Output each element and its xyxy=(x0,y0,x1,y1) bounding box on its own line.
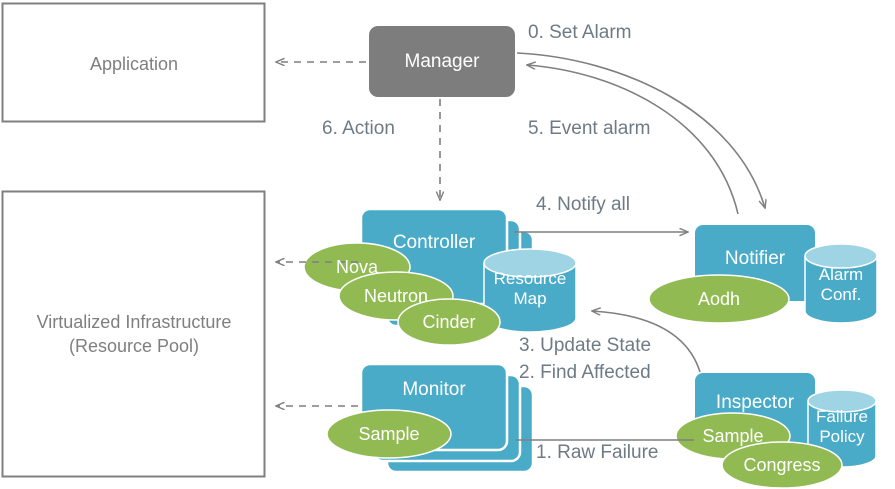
edge-label-set-alarm: 0. Set Alarm xyxy=(528,22,632,43)
edge-label-notify-all: 4. Notify all xyxy=(536,194,630,215)
application-label: Application xyxy=(89,54,179,74)
resource-map-shape[interactable] xyxy=(483,248,577,333)
edge-update-state xyxy=(592,311,701,373)
edge-label-event-alarm: 5. Event alarm xyxy=(528,118,651,139)
pill-aodh[interactable] xyxy=(648,274,790,324)
edge-set-alarm xyxy=(516,52,765,208)
pill-sample-monitor[interactable] xyxy=(326,409,452,459)
alarm-conf-shape[interactable] xyxy=(804,243,878,324)
virtualized-infrastructure-box xyxy=(1,190,266,478)
pill-congress[interactable] xyxy=(721,441,843,489)
edge-label-action: 6. Action xyxy=(322,118,395,139)
virtualized-infrastructure-label: Virtualized Infrastructure (Resource Poo… xyxy=(3,310,265,359)
vi-label-line2: (Resource Pool) xyxy=(68,336,200,357)
application-box xyxy=(1,2,266,123)
vi-label-line1: Virtualized Infrastructure xyxy=(36,312,232,332)
edge-event-alarm xyxy=(527,65,739,215)
edge-label-raw-failure: 1. Raw Failure xyxy=(536,442,659,463)
pill-cinder[interactable] xyxy=(397,298,501,346)
edge-label-find-affected: 2. Find Affected xyxy=(519,362,651,383)
edge-label-update-state: 3. Update State xyxy=(519,335,652,356)
manager-shape[interactable] xyxy=(369,26,515,97)
